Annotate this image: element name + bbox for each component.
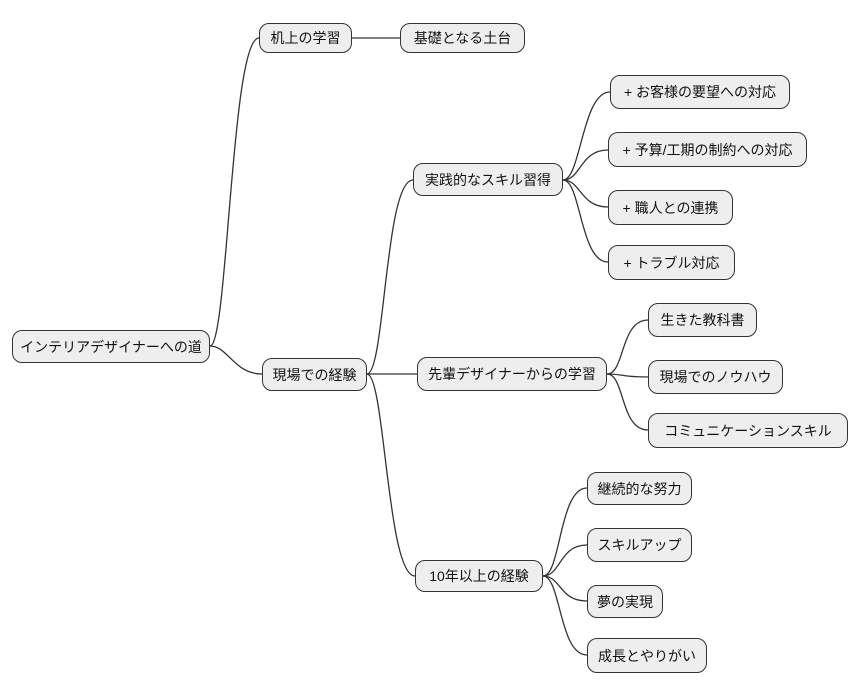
edge-senior-to-onsite-knowhow: [606, 373, 649, 378]
edge-root-to-field-experience: [209, 345, 263, 375]
edge-root-to-desk-study: [209, 37, 260, 347]
edge-senior-to-communication: [606, 373, 649, 431]
edge-practical-to-trouble: [562, 179, 609, 263]
node-customer-needs-response: + お客様の要望への対応: [610, 75, 790, 109]
node-living-textbook: 生きた教科書: [648, 303, 757, 337]
edge-field-to-practical-skills: [366, 179, 414, 375]
edge-tenyears-to-growth: [542, 575, 588, 656]
edge-tenyears-to-dream: [542, 575, 588, 602]
node-dream-realization: 夢の実現: [587, 585, 663, 618]
node-craftsmen-collaboration: + 職人との連携: [608, 190, 733, 225]
node-desk-study: 机上の学習: [259, 23, 352, 53]
node-foundation-base: 基礎となる土台: [400, 23, 525, 53]
edge-practical-to-craftsmen: [562, 179, 609, 208]
node-trouble-handling: + トラブル対応: [608, 245, 735, 280]
edge-senior-to-living-textbook: [606, 319, 649, 375]
node-onsite-knowhow: 現場でのノウハウ: [648, 360, 783, 394]
node-field-experience: 現場での経験: [262, 358, 367, 391]
node-budget-schedule-constraints: + 予算/工期の制約への対応: [608, 132, 807, 167]
node-continuous-effort: 継続的な努力: [587, 472, 692, 505]
edge-practical-to-customer-needs: [562, 91, 611, 181]
edge-tenyears-to-skill-up: [542, 544, 588, 577]
node-root-interior-designer-path: インテリアデザイナーへの道: [12, 330, 210, 363]
edge-practical-to-budget-schedule: [562, 149, 609, 181]
node-growth-and-fulfillment: 成長とやりがい: [587, 638, 707, 673]
edge-field-to-ten-years: [366, 373, 416, 577]
node-practical-skill-acquisition: 実践的なスキル習得: [413, 163, 563, 196]
node-communication-skills: コミュニケーションスキル: [648, 413, 848, 448]
node-skill-up: スキルアップ: [587, 528, 692, 562]
edge-tenyears-to-continuous-effort: [542, 487, 588, 577]
node-learning-from-senior-designers: 先輩デザイナーからの学習: [417, 357, 607, 391]
node-ten-plus-years-experience: 10年以上の経験: [415, 560, 543, 592]
